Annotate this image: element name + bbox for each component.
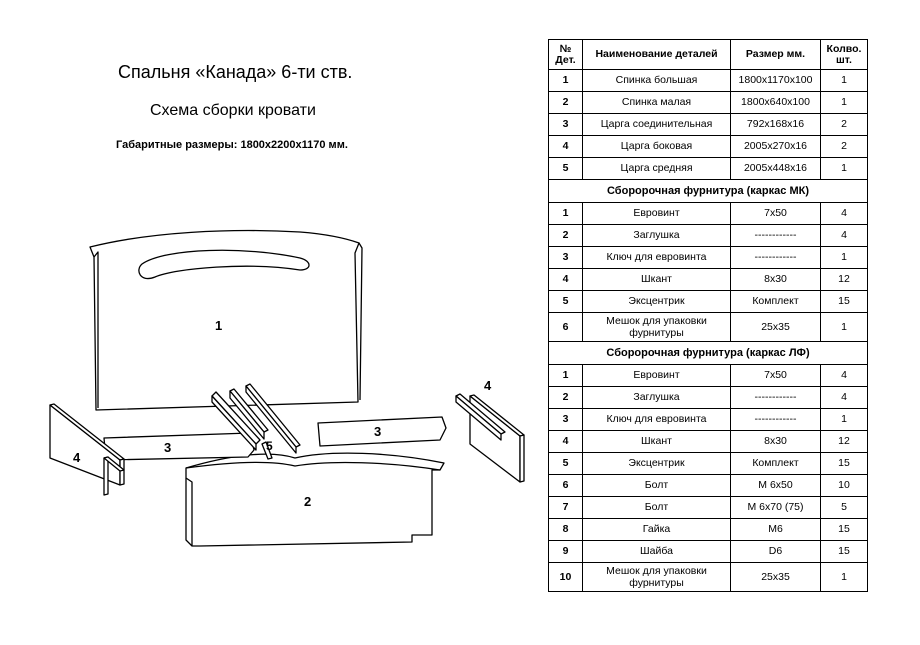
- side-rail-part-4-left: [49, 403, 125, 496]
- page-subtitle: Схема сборки кровати: [150, 102, 316, 119]
- footboard-part-2: [185, 452, 445, 547]
- side-rail-part-3-right: [317, 416, 447, 447]
- table-row: 6 Мешок для упаковки фурнитуры 25x35 1: [548, 312, 868, 342]
- table-row: 1 Спинка большая 1800x1170x100 1: [548, 69, 868, 92]
- middle-rail-part-5: [211, 383, 301, 460]
- bed-assembly-diagram: 1 2 3 3 4 4 5: [49, 229, 525, 547]
- table-header-row: № Дет. Наименование деталей Размер мм. К…: [548, 39, 868, 70]
- label-part-5: 5: [266, 439, 273, 453]
- side-rail-part-3-left: [103, 432, 255, 461]
- table-row: 5 Эксцентрик Комплект 15: [548, 452, 868, 475]
- table-row: 2 Заглушка ------------ 4: [548, 224, 868, 247]
- label-part-4-right: 4: [484, 378, 492, 393]
- label-part-3-left: 3: [164, 440, 171, 455]
- table-row: 4 Шкант 8x30 12: [548, 430, 868, 453]
- side-rail-part-4-right: [455, 393, 525, 483]
- table-row: 8 Гайка M6 15: [548, 518, 868, 541]
- page-title: Спальня «Канада» 6-ти ств.: [118, 62, 353, 82]
- table-row: 7 Болт M 6x70 (75) 5: [548, 496, 868, 519]
- table-row: 2 Спинка малая 1800x640x100 1: [548, 91, 868, 114]
- table-row: 2 Заглушка ------------ 4: [548, 386, 868, 409]
- table-row: 6 Болт M 6x50 10: [548, 474, 868, 497]
- label-part-2: 2: [304, 494, 311, 509]
- header-qty: Колво. шт.: [820, 39, 868, 70]
- section-header-mk: Сборорочная фурнитура (каркас МК): [548, 179, 868, 203]
- table-row: 10 Мешок для упаковки фурнитуры 25x35 1: [548, 562, 868, 592]
- header-num: № Дет.: [548, 39, 583, 70]
- table-row: 5 Царга средняя 2005x448x16 1: [548, 157, 868, 180]
- table-row: 4 Шкант 8x30 12: [548, 268, 868, 291]
- label-part-3-right: 3: [374, 424, 381, 439]
- header-name: Наименование деталей: [582, 39, 731, 70]
- table-row: 3 Ключ для евровинта ------------ 1: [548, 408, 868, 431]
- table-row: 4 Царга боковая 2005x270x16 2: [548, 135, 868, 158]
- parts-table: № Дет. Наименование деталей Размер мм. К…: [548, 39, 868, 592]
- headboard-part-1: [89, 229, 363, 411]
- section-header-lf: Сборорочная фурнитура (каркас ЛФ): [548, 341, 868, 365]
- table-row: 5 Эксцентрик Комплект 15: [548, 290, 868, 313]
- table-row: 3 Царга соединительная 792x168x16 2: [548, 113, 868, 136]
- table-row: 3 Ключ для евровинта ------------ 1: [548, 246, 868, 269]
- table-row: 1 Евровинт 7x50 4: [548, 202, 868, 225]
- label-part-1: 1: [215, 318, 222, 333]
- table-row: 1 Евровинт 7x50 4: [548, 364, 868, 387]
- table-row: 9 Шайба D6 15: [548, 540, 868, 563]
- label-part-4-left: 4: [73, 450, 81, 465]
- header-size: Размер мм.: [730, 39, 821, 70]
- overall-dimensions: Габаритные размеры: 1800x2200x1170 мм.: [116, 139, 348, 151]
